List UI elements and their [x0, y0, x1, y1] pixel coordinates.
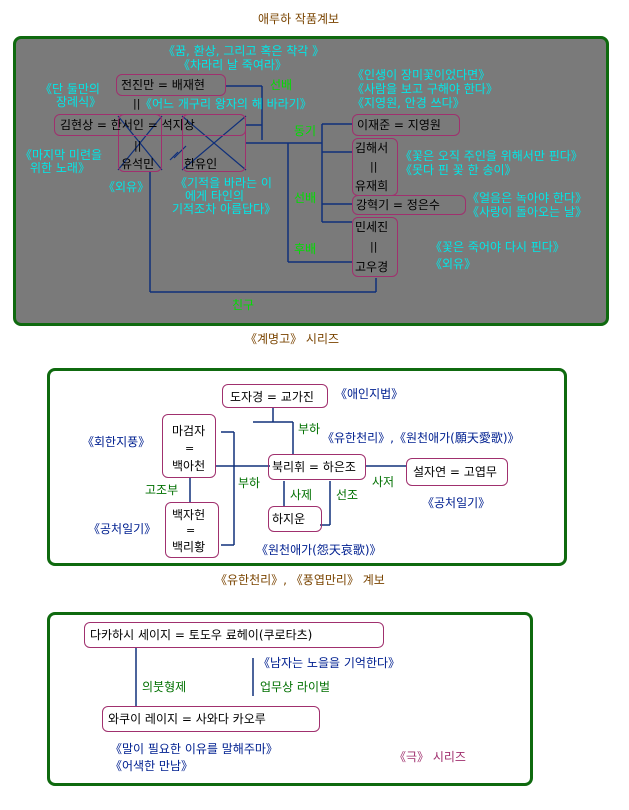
node-text-4a: 김해서 — [355, 141, 389, 155]
node-text-5: 강혁기 = 정은수 — [356, 198, 440, 212]
yuhancheonri-panel — [47, 368, 567, 566]
node-text-2: 김현상 = 한서인 = 석지상 — [60, 118, 195, 132]
book-9a: 《얼음은 녹아야 한다》 — [467, 191, 587, 205]
book2-3: 《회한지풍》 — [82, 435, 151, 449]
node-text-2b: || — [134, 139, 142, 152]
node2-text-4: 설자연 = 고엽무 — [413, 465, 497, 479]
node2-text-6b: = — [186, 524, 196, 537]
relation3-stepbrothers: 의붓형제 — [142, 680, 187, 694]
book2-6: 《원천애가(怨天哀歌)》 — [256, 543, 382, 557]
node-ijaejun-jiyeongwon — [352, 114, 460, 136]
gyemyeonggo-panel — [13, 36, 609, 326]
node-text-2c: 유석민 — [121, 157, 155, 171]
node-bukrihwi-haeunjo — [268, 454, 366, 480]
node-hajiun — [268, 506, 322, 532]
relation2-subordinate-1: 부하 — [298, 422, 321, 436]
relation2-disciple: 사제 — [290, 488, 313, 502]
book-7b: 《사람을 보고 구해야 한다》 — [352, 82, 498, 96]
geuk-panel — [47, 612, 533, 786]
relation-senior-1: 선배 — [270, 78, 293, 92]
node2-text-6c: 백리황 — [172, 540, 206, 554]
relation2-senior-sister: 사저 — [372, 475, 395, 489]
node2-text-2b: = — [185, 442, 195, 455]
node2-text-2c: 백아천 — [172, 459, 206, 473]
book-6b: 에게 타인의 — [185, 189, 245, 203]
node-text-6a: 민세진 — [355, 220, 389, 234]
relation2-ancestor: 선조 — [336, 488, 359, 502]
book2-5: 《공처일기》 — [422, 496, 491, 510]
book-10a: 《꽃은 죽어야 다시 핀다》 — [430, 240, 565, 254]
node2-text-3: 북리휘 = 하은조 — [272, 460, 356, 474]
book-7c: 《지영원, 안경 쓰다》 — [352, 96, 465, 110]
node-jeonjinman-baejaehyeon — [116, 74, 226, 96]
node-text-6c: 고우경 — [355, 260, 389, 274]
book3-1: 《남자는 노을을 기억한다》 — [258, 656, 401, 670]
book-3a: 《단 둘만의 — [40, 82, 100, 96]
node-text-1: 전진만 = 배재현 — [121, 78, 205, 92]
node-seokjisang-column — [182, 114, 246, 172]
book-8b: 《못다 핀 꽃 한 송이》 — [400, 163, 517, 177]
book-4a: 《마지막 미련을 — [20, 148, 103, 162]
book-1b: 《차라리 날 죽여라》 — [178, 58, 287, 72]
series-title-yuhancheonri: 《유한천리》, 《풍엽만리》 계보 — [215, 573, 385, 587]
node3-text-1: 다카하시 세이지 = 토도우 료헤이(쿠로타츠) — [90, 628, 313, 642]
book-7a: 《인생이 장미꽃이었다면》 — [352, 68, 491, 82]
book3-2a: 《말이 필요한 이유를 말해주마》 — [110, 742, 278, 756]
node-text-6b: || — [370, 240, 378, 253]
node-text-3: 이재준 = 지영원 — [357, 118, 441, 132]
node-minsejin-gouwoogyeong — [352, 217, 398, 277]
node2-text-1: 도자경 = 교가진 — [230, 390, 314, 404]
node-text-2d: 한유인 — [184, 157, 218, 171]
node-baekjaheon-baekrihwang — [165, 502, 219, 558]
book-4b: 위한 노래》 — [30, 161, 90, 175]
node3-text-2: 와쿠이 레이지 = 사와다 카오루 — [108, 712, 266, 726]
book2-1: 《애인지법》 — [335, 387, 404, 401]
node-dojagyeong-gyogajin — [222, 384, 328, 408]
book-8a: 《꽃은 오직 주인을 위해서만 핀다》 — [400, 149, 583, 163]
node-seoljayeon-goyeommu — [406, 458, 508, 486]
book-1a: 《꿈, 환상, 그리고 혹은 착각 》 — [163, 44, 325, 58]
node2-text-6a: 백자헌 — [172, 508, 206, 522]
relation-friend: 친구 — [232, 298, 255, 312]
parallel-mark: || — [133, 97, 141, 110]
node-text-4c: 유재희 — [355, 179, 389, 193]
relation3-business-rival: 업무상 라이벌 — [260, 680, 331, 694]
series-title-gyemyeonggo: 《계명고》 시리즈 — [245, 332, 340, 346]
book-3b: 장례식》 — [56, 95, 102, 109]
node2-text-5: 하지운 — [272, 512, 306, 526]
node-takahashi-todou — [84, 622, 384, 648]
relation-senior-2: 선배 — [294, 191, 317, 205]
relation-peer: 동기 — [294, 124, 317, 138]
diagram-title: 애루하 작품계보 — [258, 12, 340, 26]
book-10b: 《외유》 — [430, 257, 477, 271]
book-6c: 기적조차 아름답다》 — [172, 202, 277, 216]
book-6a: 《기적을 바라는 이 — [175, 176, 272, 190]
series-title-geuk: 《극》 시리즈 — [394, 750, 466, 764]
node-ganghyeokgi-jeongeunsu — [352, 195, 466, 215]
book-5: 《외유》 — [103, 180, 150, 194]
relation-junior: 후배 — [294, 242, 317, 256]
relation2-subordinate-2: 부하 — [238, 476, 261, 490]
node-hanseoin-column — [118, 114, 162, 172]
node-text-4b: || — [370, 160, 378, 173]
book3-2b: 《어색한 만남》 — [110, 759, 194, 773]
relation2-great-grandfather: 고조부 — [145, 483, 179, 497]
book2-2: 《유한천리》,《원천애가(願天愛歌)》 — [322, 431, 520, 445]
book-2: 《어느 개구리 왕자의 해 바라기》 — [140, 97, 312, 111]
book2-4: 《공처일기》 — [88, 522, 157, 536]
book-9b: 《사랑이 돌아오는 날》 — [467, 205, 587, 219]
node-wakui-sawada — [102, 706, 320, 732]
node2-text-2a: 마검자 — [172, 424, 206, 438]
node-magumja-baegacheon — [162, 414, 216, 478]
